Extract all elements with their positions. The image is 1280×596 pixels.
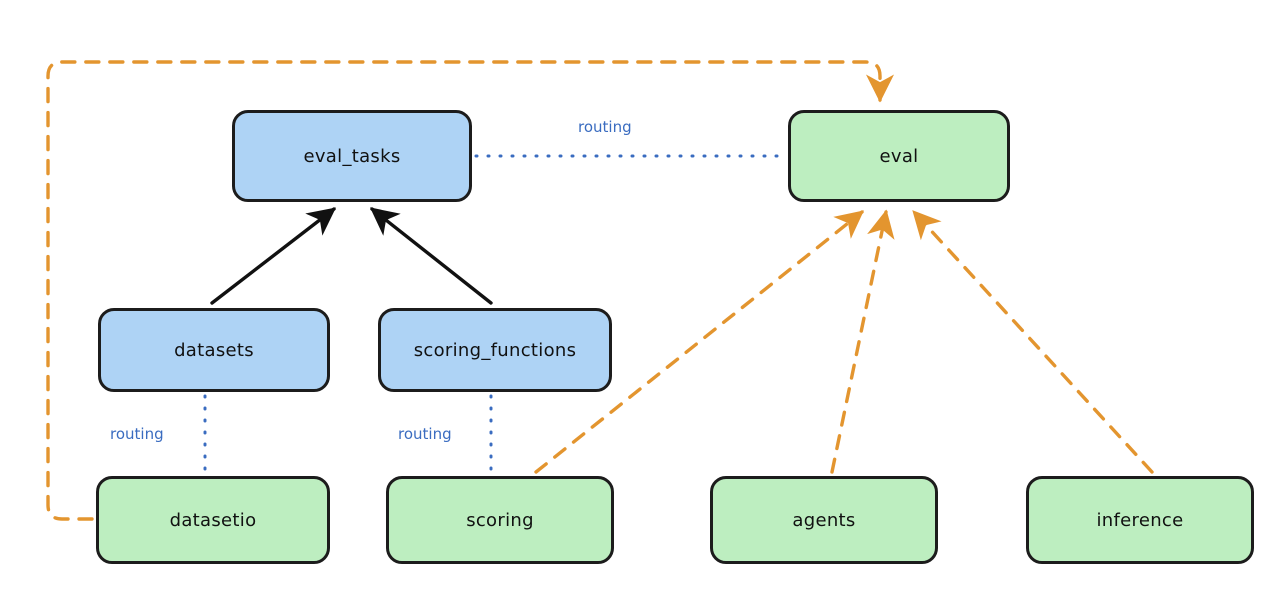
node-scoring[interactable]: scoring [386, 476, 614, 564]
node-label-scoring: scoring [466, 509, 534, 531]
edge-datasetio-to-eval [46, 60, 895, 521]
node-datasetio[interactable]: datasetio [96, 476, 330, 564]
edge-inference-to-eval [912, 210, 1154, 474]
edge-datasets-to-eval-tasks [210, 207, 337, 305]
node-datasets[interactable]: datasets [98, 308, 330, 392]
node-label-eval-tasks: eval_tasks [303, 145, 401, 167]
edge-scoring-to-eval [534, 210, 864, 474]
edge-label-routing-top: routing [578, 118, 632, 136]
node-label-agents: agents [792, 509, 856, 531]
edge-scoring-functions-to-eval-tasks [369, 207, 493, 305]
edge-label-routing-middle: routing [398, 425, 452, 443]
node-label-datasetio: datasetio [169, 509, 257, 531]
node-label-eval: eval [879, 145, 919, 167]
node-label-datasets: datasets [174, 339, 254, 361]
node-inference[interactable]: inference [1026, 476, 1254, 564]
node-eval-tasks[interactable]: eval_tasks [232, 110, 472, 202]
node-label-scoring-functions: scoring_functions [413, 339, 577, 361]
node-label-inference: inference [1096, 509, 1184, 531]
node-scoring-functions[interactable]: scoring_functions [378, 308, 612, 392]
edge-agents-to-eval [830, 209, 895, 474]
edge-label-routing-left: routing [110, 425, 164, 443]
node-eval[interactable]: eval [788, 110, 1010, 202]
node-agents[interactable]: agents [710, 476, 938, 564]
